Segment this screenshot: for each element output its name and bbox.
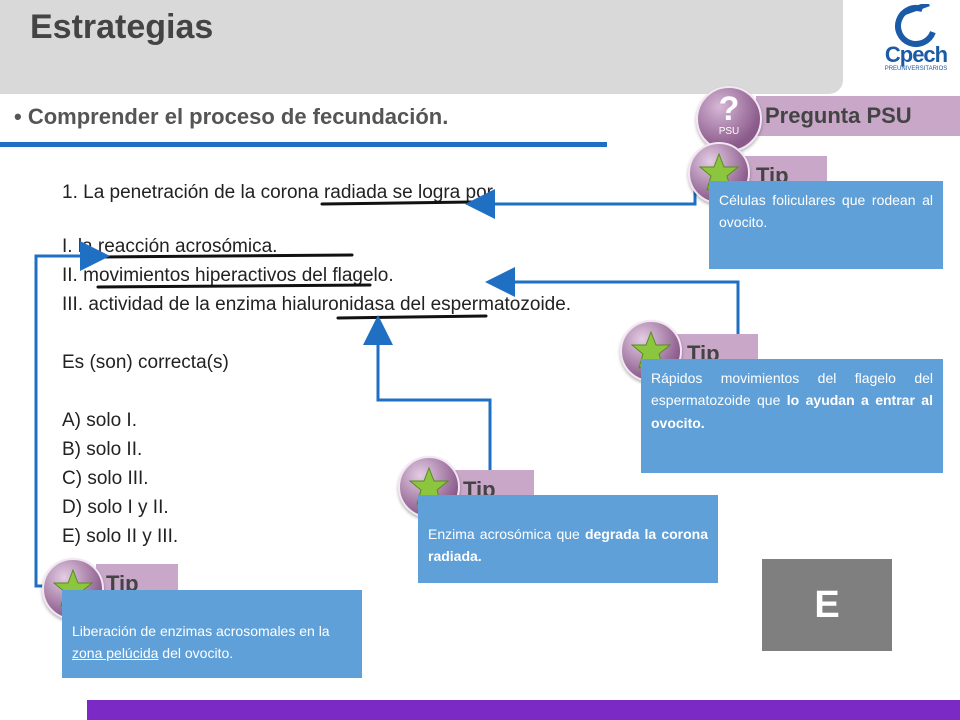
tip-4-box: Liberación de enzimas acrosomales en la … <box>62 590 362 678</box>
underline-movimientos <box>96 283 372 289</box>
option-c[interactable]: C) solo III. <box>62 468 149 489</box>
header-bar: Estrategias <box>0 0 843 94</box>
option-b[interactable]: B) solo II. <box>62 439 143 460</box>
option-d[interactable]: D) solo I y II. <box>62 497 169 518</box>
psu-icon-text: PSU <box>718 126 740 137</box>
statement-2: II. movimientos hiperactivos del flagelo… <box>62 265 394 286</box>
option-a[interactable]: A) solo I. <box>62 410 137 431</box>
underline-hialuronidasa <box>336 314 488 320</box>
logo-subtitle: PREUNIVERSITARIOS <box>884 66 948 72</box>
statement-1: I. la reacción acrosómica. <box>62 236 278 257</box>
tip-3-text-b: degrada la corona radiada. <box>428 526 709 565</box>
arrow-tip-2 <box>485 267 740 335</box>
tip-1-text: Células foliculares que rodean al ovocit… <box>719 192 933 231</box>
arrow-tip-4 <box>34 241 110 588</box>
cpech-logo: Cpech PREUNIVERSITARIOS <box>876 4 956 76</box>
objective-underline <box>0 142 607 147</box>
underline-corona-radiada <box>320 200 474 206</box>
tip-2-text-b: lo ayudan a entrar al ovocito. <box>651 392 933 431</box>
tip-3-box: Enzima acrosómica que degrada la corona … <box>418 495 718 583</box>
tip-2-text-a: Rápidos movimientos del flagelo del espe… <box>651 370 933 409</box>
psu-label: Pregunta PSU <box>765 103 912 128</box>
tip-3-text-a: Enzima acrosómica que <box>428 526 585 542</box>
option-e[interactable]: E) solo II y III. <box>62 526 179 547</box>
question-stem: 1. La penetración de la corona radiada s… <box>62 182 493 203</box>
answer-box[interactable]: E <box>762 559 892 651</box>
logo-name: Cpech <box>884 42 948 67</box>
statement-3: III. actividad de la enzima hialuronidas… <box>62 294 572 315</box>
underline-reaccion-acrosomica <box>98 253 354 259</box>
arrow-tip-3 <box>363 315 492 470</box>
tip-4-text-b: del ovocito. <box>158 645 234 662</box>
tip-4-text-a: Liberación de enzimas acrosomales en la <box>72 623 330 639</box>
cpech-logo-icon <box>895 4 937 47</box>
page-title: Estrategias <box>30 8 214 46</box>
arrow-tip-1 <box>465 173 697 219</box>
psu-header-bar <box>756 96 960 136</box>
tip-4-text-underlined: zona pelúcida <box>72 645 159 662</box>
tip-2-box: Rápidos movimientos del flagelo del espe… <box>641 359 943 473</box>
tip-1-box: Células foliculares que rodean al ovocit… <box>709 181 943 269</box>
objective-text: • Comprender el proceso de fecundación. <box>14 104 449 129</box>
bottom-bar <box>87 700 960 720</box>
question-prompt: Es (son) correcta(s) <box>62 352 229 373</box>
psu-icon-mark: ? <box>718 90 740 128</box>
question-mark-icon: ? PSU <box>696 86 762 152</box>
